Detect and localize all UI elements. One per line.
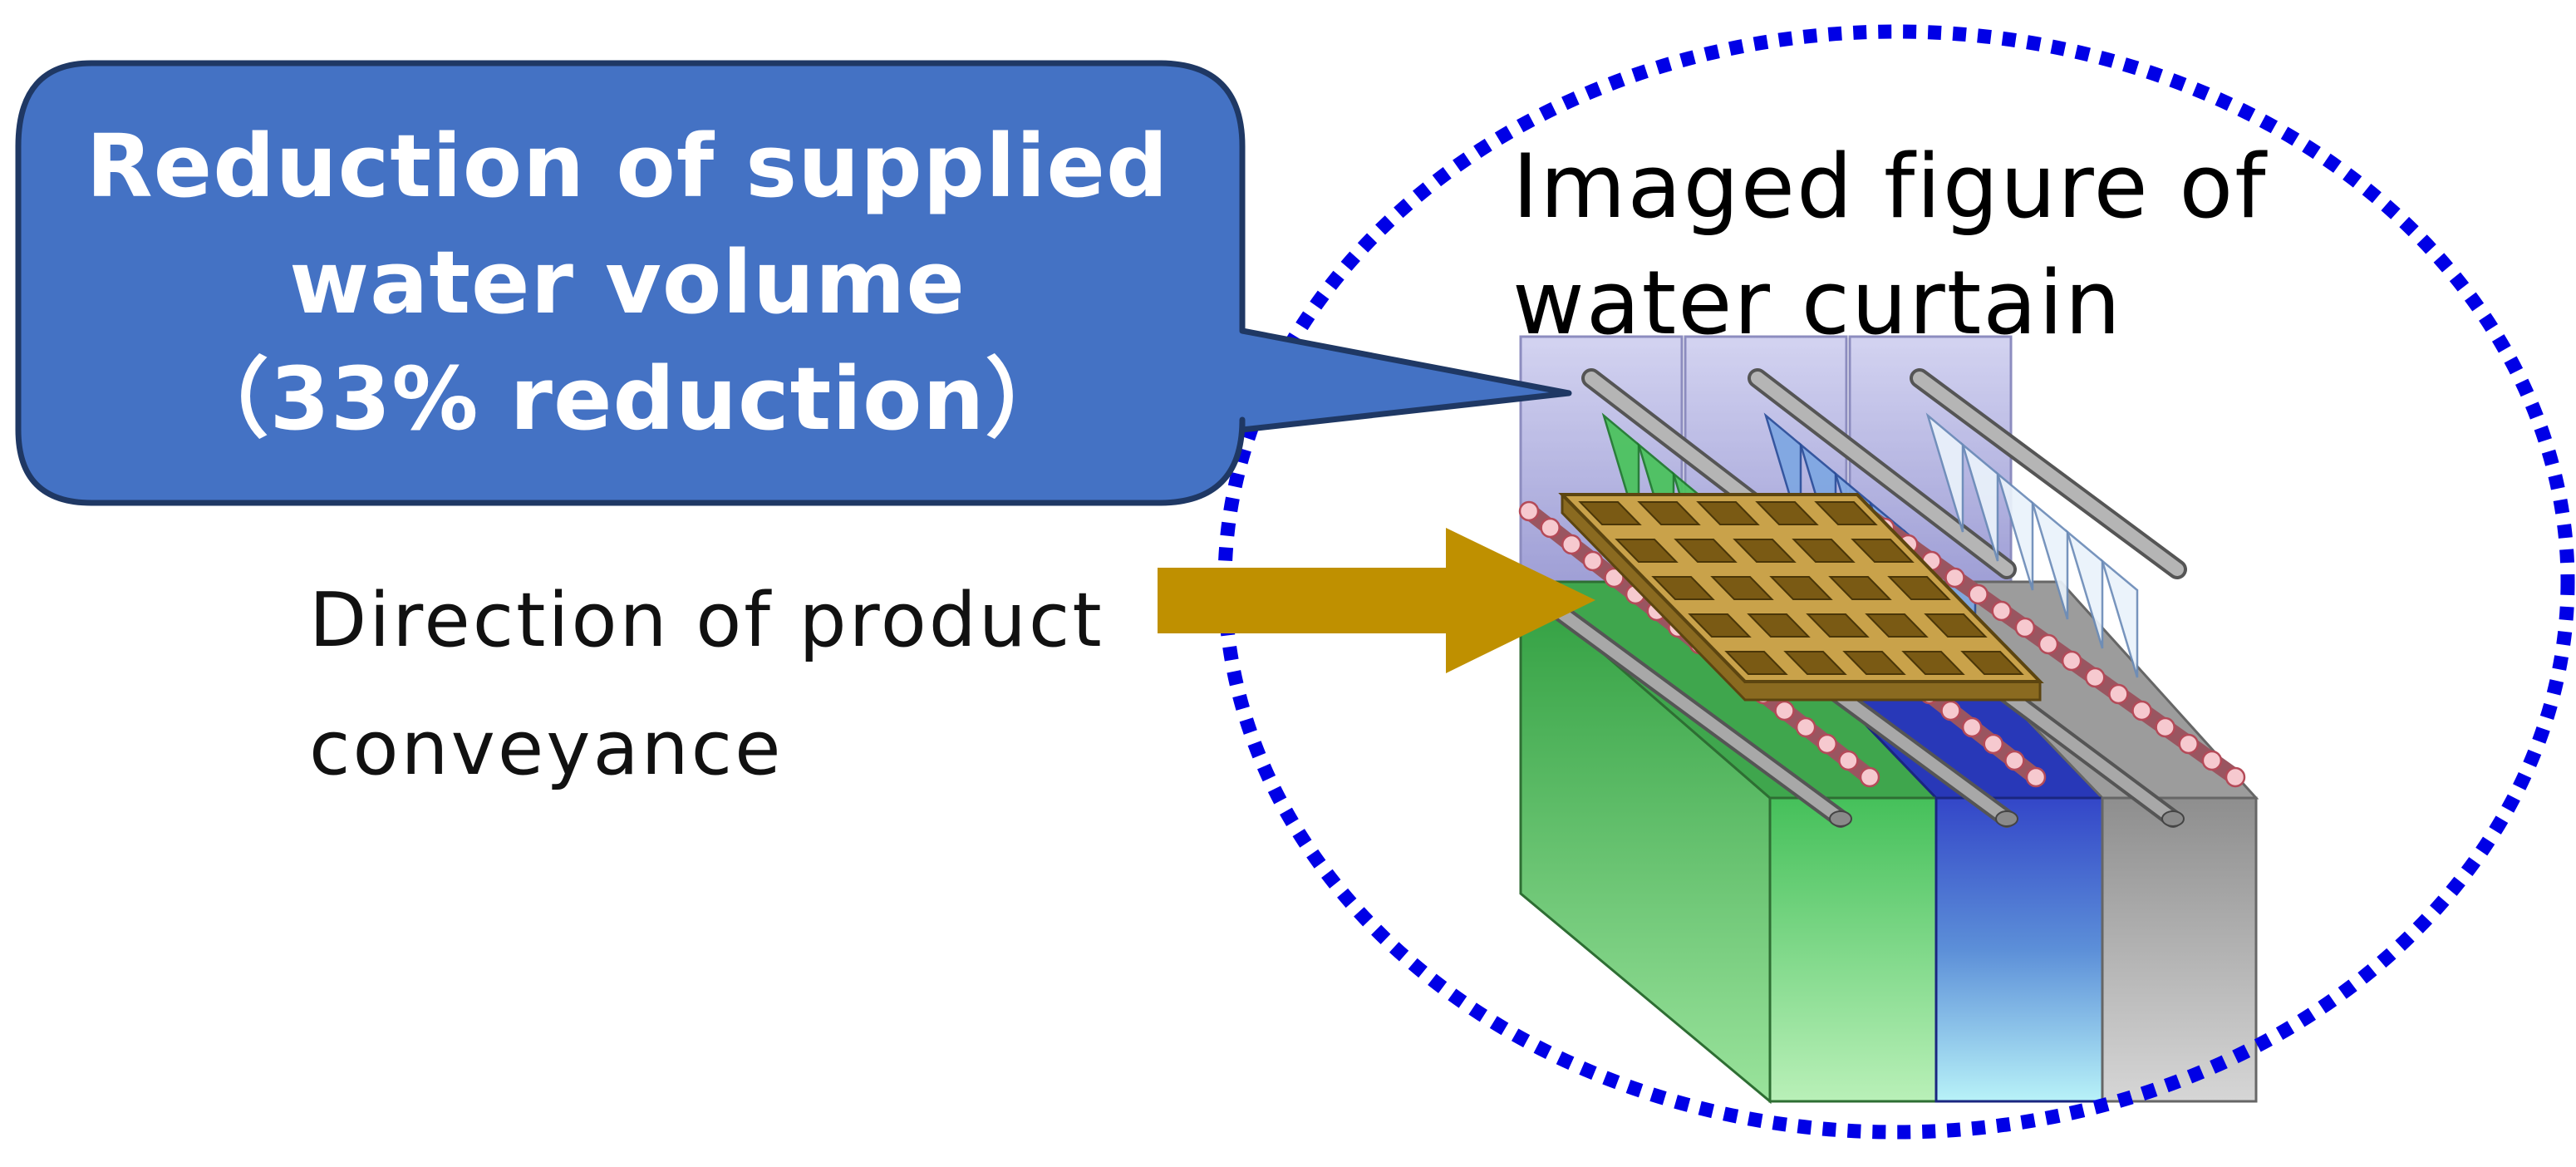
tray-cell (1733, 539, 1797, 563)
roller-bead (2038, 633, 2059, 655)
tray-cell (1783, 651, 1847, 675)
tray-cell (1960, 651, 2024, 675)
roller-bead (1604, 567, 1625, 588)
tray-cell (1637, 501, 1701, 525)
roller-bead (2014, 617, 2036, 638)
spray-pipe (1913, 372, 2184, 576)
tray-cell (1710, 576, 1774, 600)
tray-cell (1769, 576, 1833, 600)
pipe-end (1995, 810, 2018, 827)
water-curtain-sheet (1925, 412, 1964, 533)
roller-bead (2155, 716, 2175, 738)
roller-bead (1518, 500, 1540, 522)
lower-pipe (1536, 593, 1846, 825)
curtain-line: water curtain (1512, 252, 2122, 354)
tray-cell (1851, 539, 1915, 563)
roller-bead (1983, 733, 2003, 755)
tray-cell (1674, 539, 1738, 563)
roller-bead (2025, 766, 2047, 788)
roller-bead (1816, 733, 1837, 755)
roller-bead (1561, 534, 1582, 555)
tank-front-blue (1934, 796, 2104, 1103)
roller-bead (2201, 750, 2223, 771)
water-curtain-sheet (1960, 441, 1999, 562)
curtain-line: Imaged figure of (1512, 135, 2268, 238)
tank-front-green (1768, 796, 1938, 1103)
roller-bead (1940, 700, 1961, 721)
roller-bead (1582, 550, 1604, 572)
tray-cell (1688, 613, 1752, 638)
tray-cell (1578, 501, 1642, 525)
roller-bead (1795, 716, 1816, 738)
water-curtain-illustration (1517, 335, 2259, 1105)
conveyance-label: Direction of product conveyance (309, 557, 1104, 813)
roller-bead (1944, 567, 1965, 588)
roller-bead (1838, 750, 1859, 771)
tray-cell (1651, 576, 1715, 600)
water-curtain-sheet (2100, 558, 2139, 678)
roller-bead (2085, 667, 2106, 688)
tray-cell (1696, 501, 1760, 525)
tray-cell (1828, 576, 1892, 600)
tray-cell (1747, 613, 1811, 638)
tray-cell (1724, 651, 1788, 675)
water-curtain-sheet (2030, 500, 2069, 620)
roller-bead (1774, 700, 1795, 721)
tray-cell (1901, 651, 1965, 675)
roller-bead (2131, 700, 2152, 721)
roller-bead (1991, 600, 2012, 622)
tray-cell (1887, 576, 1951, 600)
callout-line: water volume (289, 232, 966, 333)
speech-bubble-callout (15, 60, 1572, 506)
tray-cell (1615, 539, 1679, 563)
roller-bead (2108, 683, 2129, 705)
conveyance-line: Direction of product (309, 577, 1104, 664)
callout-line: Reduction of supplied (86, 116, 1169, 217)
tank-front-gray (2101, 796, 2258, 1103)
tray-cell (1865, 613, 1929, 638)
roller-bead (2004, 750, 2025, 771)
tray-cell (1806, 613, 1870, 638)
water-curtain-sheet (1995, 470, 2034, 591)
roller-bead (1540, 517, 1561, 539)
conveyance-arrow (1158, 528, 1595, 673)
tray-cell (1814, 501, 1878, 525)
conveyance-line: conveyance (309, 705, 784, 792)
roller-bead (2061, 650, 2082, 672)
roller-bead (2178, 733, 2199, 755)
callout-text: Reduction of supplied water volume （33% … (33, 108, 1222, 457)
curtain-label: Imaged figure of water curtain (1512, 129, 2268, 362)
tray-cell (1924, 613, 1988, 638)
pipe-end (1829, 810, 1852, 827)
roller-bead (1961, 716, 1983, 738)
callout-line: （33% reduction） (182, 348, 1073, 450)
tray-cell (1755, 501, 1819, 525)
roller-bead (1968, 584, 1989, 605)
roller-bead (1859, 766, 1880, 788)
roller-bead (2225, 766, 2246, 788)
water-curtain-sheet (2065, 529, 2104, 649)
tray-cell (1792, 539, 1856, 563)
spray-pipe (1751, 372, 2013, 576)
tray-cell (1842, 651, 1906, 675)
pipe-end (2161, 810, 2185, 827)
